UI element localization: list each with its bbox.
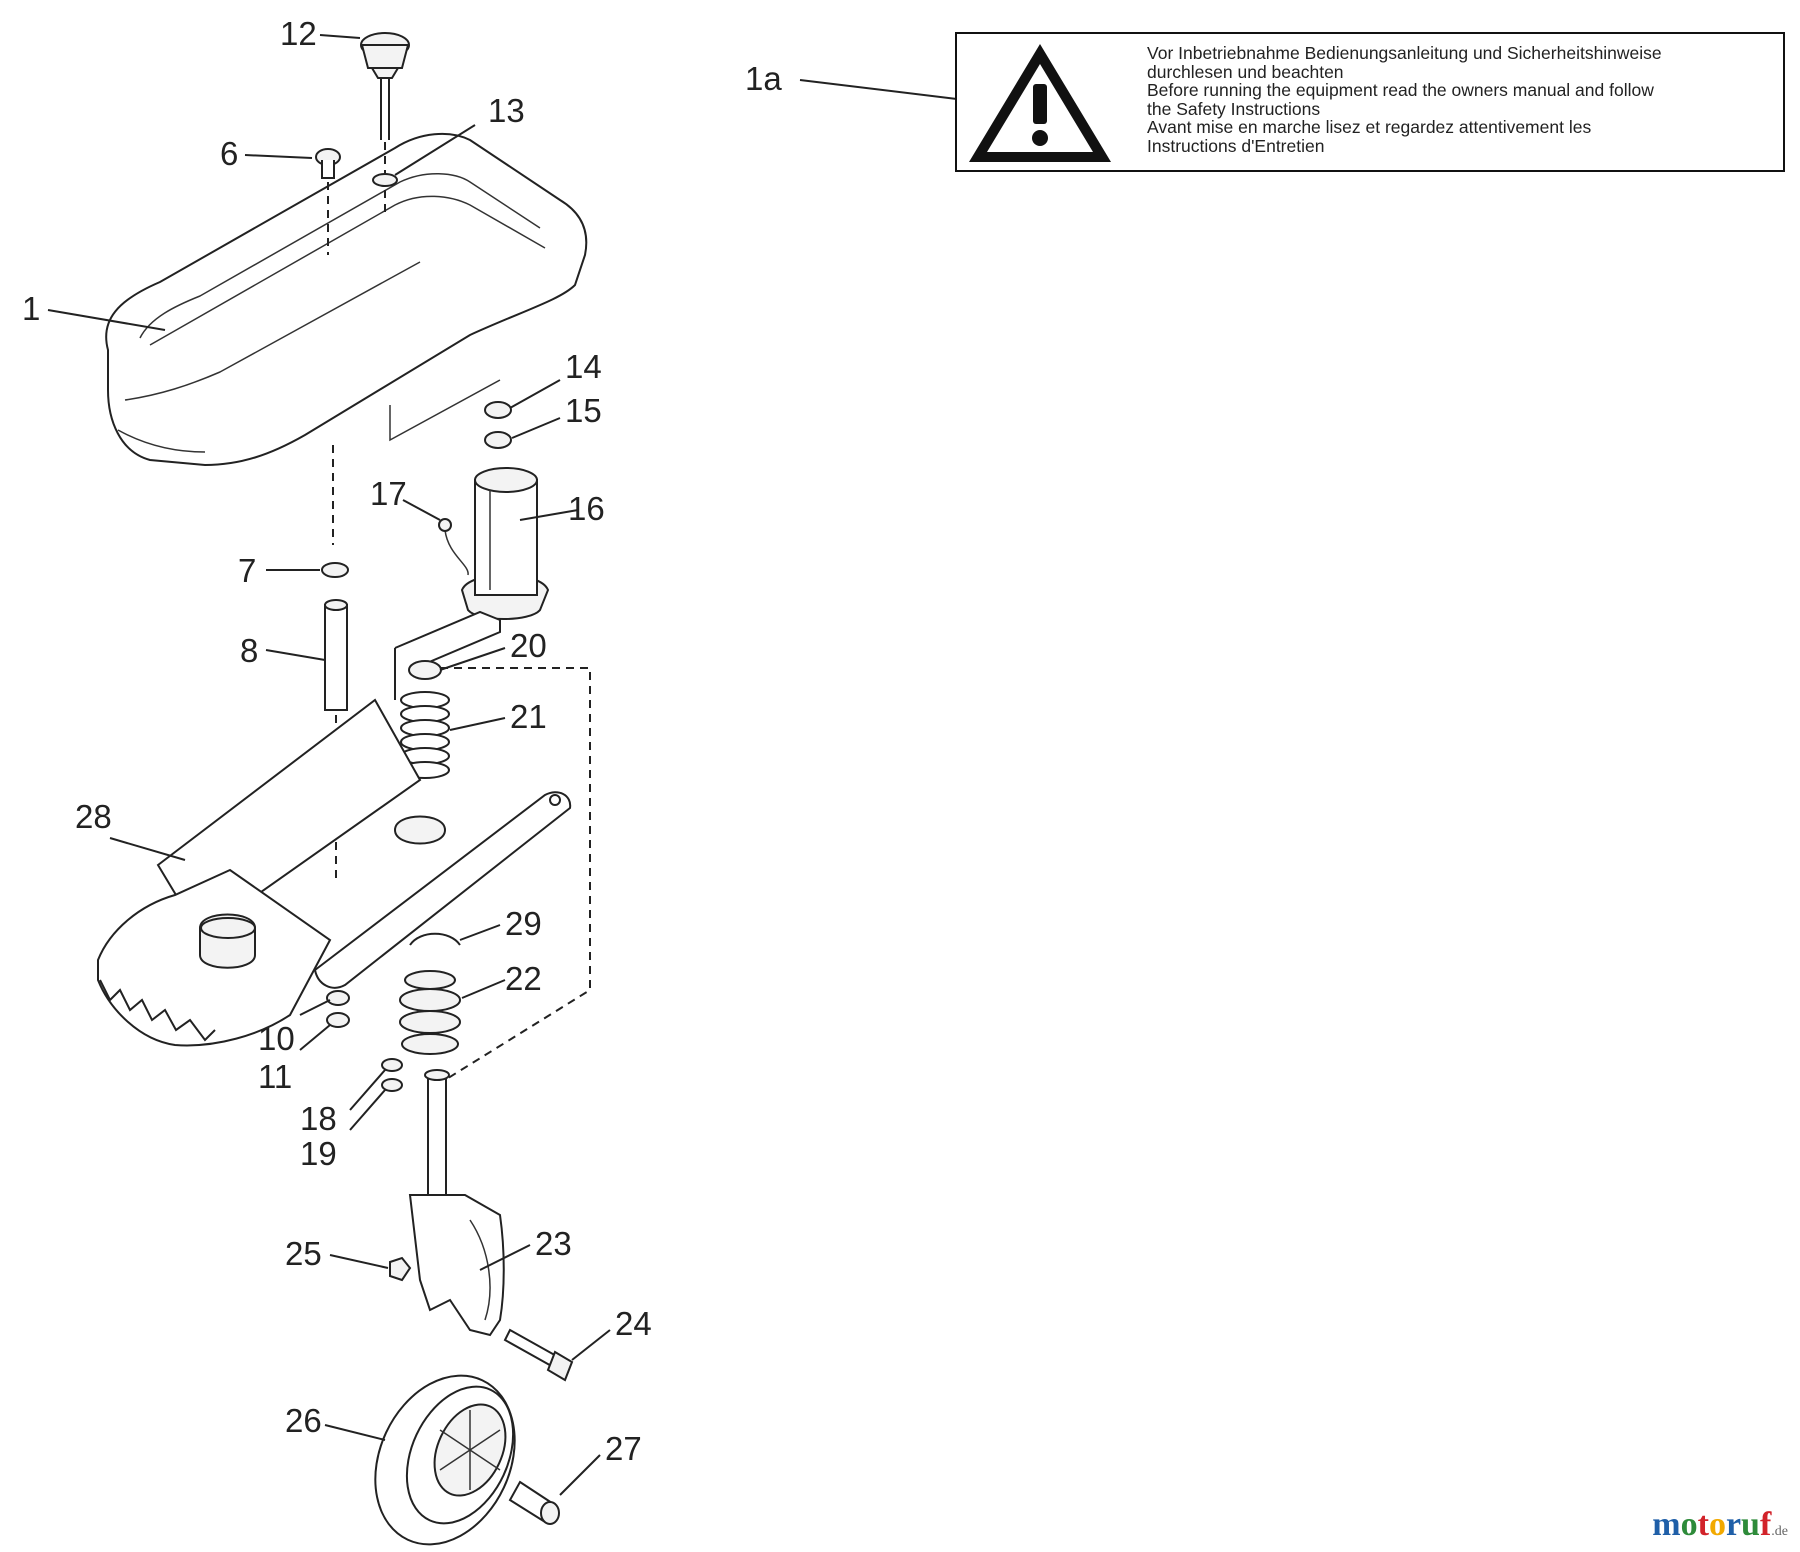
bellows-boot — [399, 970, 461, 1055]
brand-letter: f — [1759, 1506, 1772, 1543]
callout-21: 21 — [510, 698, 547, 735]
callout-23: 23 — [535, 1225, 572, 1262]
bracket — [394, 610, 501, 669]
cover-housing — [105, 132, 588, 467]
clip — [409, 932, 461, 946]
bushing — [508, 1480, 560, 1525]
brand-letter: u — [1741, 1506, 1760, 1543]
warning-line-fr-1: Avant mise en marche lisez et regardez a… — [1147, 117, 1592, 137]
callout-28: 28 — [75, 798, 112, 835]
sleeve — [324, 599, 348, 711]
callout-20: 20 — [510, 627, 547, 664]
warning-line-de-2: durchlesen und beachten — [1147, 61, 1344, 82]
callout-24: 24 — [615, 1305, 652, 1342]
callout-18: 18 — [300, 1100, 337, 1137]
warning-line-en-1: Before running the equipment read the ow… — [1147, 80, 1654, 100]
axle-bolt — [503, 1328, 574, 1382]
callouts: 12 13 6 1 14 15 17 16 7 8 20 21 28 29 22… — [22, 15, 782, 1467]
callout-1: 1 — [22, 290, 40, 327]
brand-letter: r — [1725, 1506, 1742, 1543]
callout-16: 16 — [568, 490, 605, 527]
brand-letter: o — [1708, 1506, 1726, 1543]
warning-triangle-icon — [969, 44, 1111, 162]
cable — [444, 529, 469, 576]
nut-18 — [381, 1058, 403, 1072]
callout-13: 13 — [488, 92, 525, 129]
warning-line-fr-2: Instructions d'Entretien — [1147, 135, 1325, 156]
brand-name: motoruf — [1652, 1506, 1771, 1543]
nut-19 — [381, 1078, 403, 1092]
wheel — [374, 1374, 516, 1546]
pin-nut — [321, 562, 349, 578]
wheel-fork — [408, 1069, 505, 1337]
warning-line-en-2: the Safety Instructions — [1147, 98, 1321, 119]
nut — [484, 401, 512, 419]
callout-11: 11 — [258, 1058, 292, 1095]
callout-6: 6 — [220, 135, 238, 172]
washer — [484, 431, 512, 449]
callout-29: 29 — [505, 905, 542, 942]
callout-26: 26 — [285, 1402, 322, 1439]
brand-suffix: .de — [1771, 1524, 1788, 1539]
callout-10: 10 — [258, 1020, 295, 1057]
knob — [360, 32, 410, 215]
nut-10 — [326, 990, 350, 1006]
callout-14: 14 — [565, 348, 602, 385]
callout-19: 19 — [300, 1135, 337, 1172]
callout-12: 12 — [280, 15, 317, 52]
warning-text: Vor Inbetriebnahme Bedienungsanleitung u… — [1147, 44, 1777, 155]
axle-nut — [389, 1256, 412, 1282]
screw — [315, 148, 341, 255]
spring-washer — [408, 660, 442, 680]
nut-11 — [326, 1012, 350, 1028]
callout-17: 17 — [370, 475, 407, 512]
base-plate — [97, 698, 572, 1047]
callout-1a: 1a — [745, 60, 782, 97]
callout-7: 7 — [238, 552, 256, 589]
tube-housing — [460, 467, 550, 620]
brand-letter: m — [1652, 1506, 1681, 1543]
callout-27: 27 — [605, 1430, 642, 1467]
warning-label: Vor Inbetriebnahme Bedienungsanleitung u… — [955, 32, 1785, 172]
brand-watermark: motoruf.de — [1652, 1506, 1788, 1544]
callout-22: 22 — [505, 960, 542, 997]
callout-15: 15 — [565, 392, 602, 429]
brand-letter: t — [1697, 1506, 1709, 1543]
brand-letter: o — [1680, 1506, 1698, 1543]
callout-8: 8 — [240, 632, 258, 669]
leader-lines — [47, 34, 966, 1496]
callout-25: 25 — [285, 1235, 322, 1272]
warning-line-de-1: Vor Inbetriebnahme Bedienungsanleitung u… — [1147, 43, 1662, 63]
